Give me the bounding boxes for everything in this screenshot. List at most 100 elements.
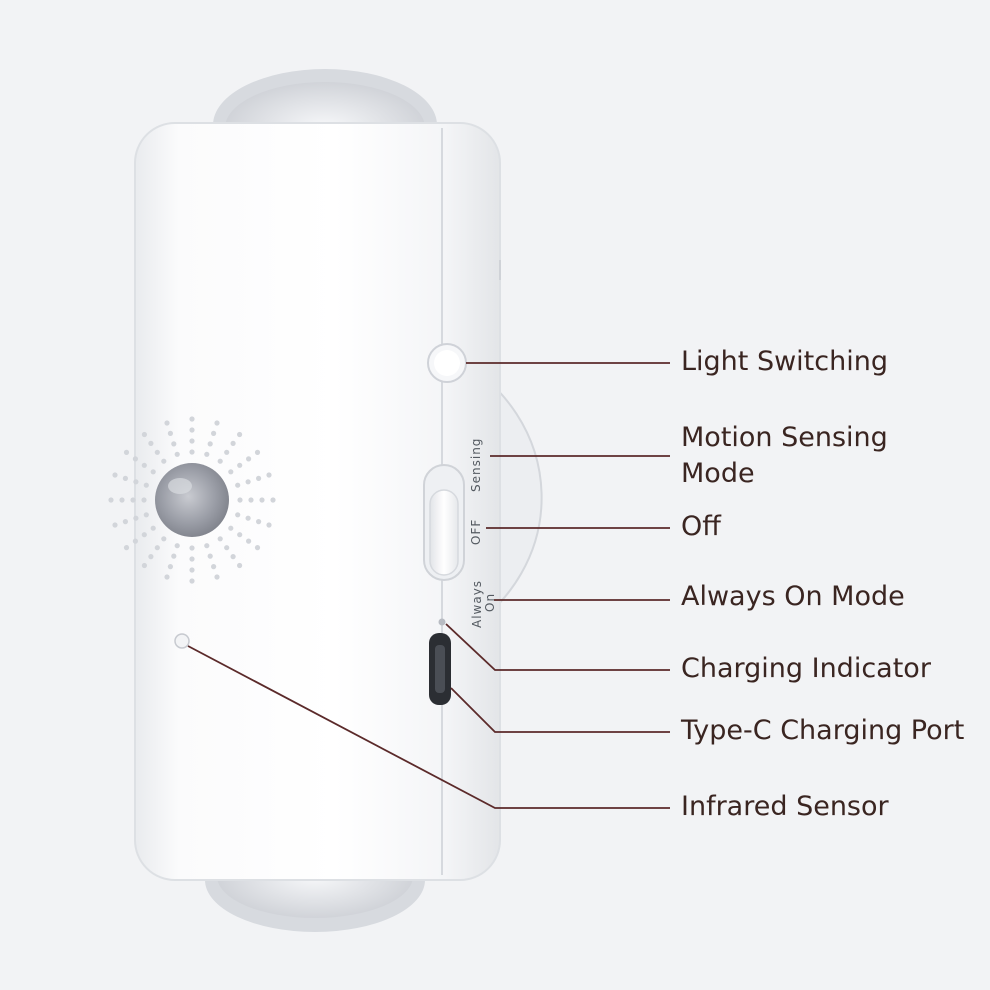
infrared-sensor-dot <box>174 633 190 649</box>
sensor-dot <box>248 497 254 503</box>
sensor-dot <box>122 475 128 481</box>
sensor-dot <box>141 431 147 438</box>
sensor-dot <box>237 497 243 503</box>
sensor-dot <box>141 532 147 538</box>
sensor-dot <box>224 545 230 551</box>
sensor-dot <box>245 515 251 521</box>
sensor-dot <box>237 562 243 569</box>
sensor-dot <box>141 497 147 503</box>
sensor-dot <box>112 472 118 478</box>
sensor-dot <box>189 567 195 573</box>
sensor-dot <box>171 441 177 447</box>
leader-lines <box>187 362 670 809</box>
light-switch-button <box>427 343 467 383</box>
sensor-dot <box>123 545 130 551</box>
sensor-dot <box>154 449 160 455</box>
sensor-dot <box>207 441 213 447</box>
sensor-dot <box>214 420 220 426</box>
sensor-dot <box>164 574 170 580</box>
leader-charging-indicator <box>445 623 670 671</box>
sensor-dot <box>143 512 149 518</box>
sensor-dot <box>254 449 261 455</box>
sensor-dot <box>214 574 220 580</box>
sensor-dot <box>141 462 147 468</box>
sensor-dot <box>133 479 139 485</box>
sensor-dot <box>237 462 243 468</box>
charging-indicator-dot <box>438 618 446 626</box>
sensor-dot <box>228 525 234 531</box>
sensor-dot <box>230 440 236 446</box>
sensor-dot <box>161 536 167 542</box>
sensor-dot <box>189 578 195 584</box>
type-c-port <box>429 633 451 705</box>
sensor-dot <box>132 538 138 544</box>
sensor-dot <box>246 538 252 544</box>
sensor-dot <box>122 519 128 525</box>
sensor-dot <box>211 430 217 436</box>
sensor-dot <box>235 512 241 518</box>
sensor-dot <box>148 554 154 560</box>
sensor-dot <box>211 564 217 570</box>
sensor-dots <box>108 416 276 584</box>
sensor-dot <box>119 497 125 503</box>
sensor-dot <box>174 451 180 457</box>
sensor-dot <box>148 440 154 446</box>
label-charging-indicator: Charging Indicator <box>681 653 931 684</box>
sensor-dot <box>171 553 177 559</box>
always-label: Always <box>470 580 484 628</box>
sensing-label: Sensing <box>469 438 483 492</box>
sensor-dot <box>204 451 210 457</box>
sensor-dot <box>204 543 210 549</box>
leader-infrared <box>187 645 670 809</box>
label-always-on-mode: Always On Mode <box>681 581 905 612</box>
sensor-dot <box>259 497 265 503</box>
label-type-c-charging-port: Type-C Charging Port <box>681 715 965 746</box>
sensor-dot <box>256 475 262 481</box>
sensor-dot <box>270 497 276 503</box>
sensor-dot <box>228 469 234 475</box>
sensor-dot <box>207 553 213 559</box>
off-label: OFF <box>469 519 483 545</box>
sensor-dot <box>189 545 195 551</box>
sensor-dot <box>224 449 230 455</box>
sensor-dot <box>237 532 243 538</box>
sensor-dot <box>254 545 261 551</box>
sensor-dot <box>133 515 139 521</box>
leader-type-c <box>450 687 670 733</box>
sensor-dot <box>132 456 138 462</box>
sensor-dot <box>161 458 167 464</box>
sensor-dot <box>266 472 272 478</box>
sensor-dot <box>174 543 180 549</box>
motion-sensor-lens <box>155 463 229 537</box>
sensor-dot <box>150 469 156 475</box>
label-light-switching: Light Switching <box>681 346 888 377</box>
sensor-dot <box>123 449 130 455</box>
sensor-dot <box>266 522 272 528</box>
sensor-dot <box>154 545 160 551</box>
sensor-dot <box>167 430 173 436</box>
label-motion-sensing-line2: Mode <box>681 458 755 489</box>
sensor-dot <box>189 449 195 455</box>
sensor-dot <box>143 482 149 488</box>
sensor-dot <box>246 456 252 462</box>
sensor-dot <box>230 554 236 560</box>
sensor-dot <box>217 458 223 464</box>
sensor-dot <box>245 479 251 485</box>
mode-slider <box>423 464 465 581</box>
sensor-dot <box>235 482 241 488</box>
sensor-dot <box>237 431 243 438</box>
sensor-dot <box>217 536 223 542</box>
label-infrared-sensor: Infrared Sensor <box>681 791 889 822</box>
sensor-dot <box>189 438 195 444</box>
sensor-dot <box>167 564 173 570</box>
label-motion-sensing-line1: Motion Sensing <box>681 422 888 453</box>
motion-sensor <box>108 416 276 584</box>
sensor-dot <box>189 556 195 562</box>
on-label: On <box>483 593 497 612</box>
label-off: Off <box>681 511 721 542</box>
sensor-dot <box>256 519 262 525</box>
sensor-dot <box>141 562 147 569</box>
sensor-dot <box>150 525 156 531</box>
sensor-dot <box>189 427 195 433</box>
